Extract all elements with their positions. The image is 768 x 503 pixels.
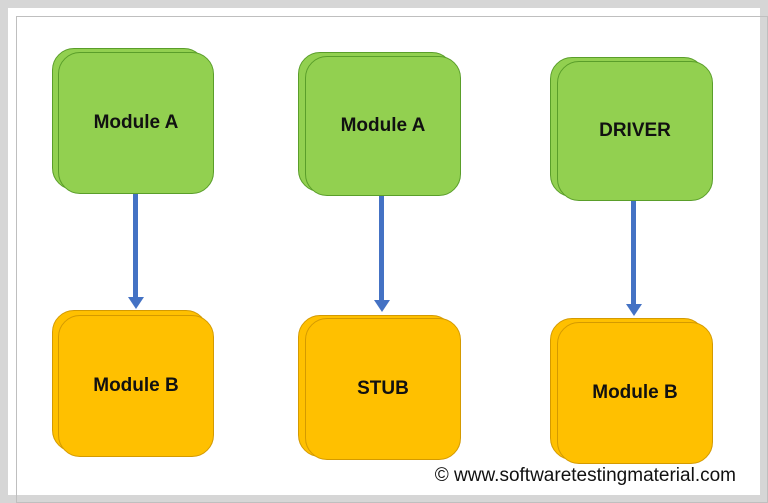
bottom-box [305,318,461,460]
top-box-label: Module A [93,112,179,133]
bottom-box [58,315,214,457]
connector-arrow-head [374,300,390,312]
top-box [58,52,214,194]
top-box-label: Module A [340,115,426,136]
top-box [557,61,713,201]
bottom-box-label: STUB [357,378,409,399]
copyright-watermark: © www.softwaretestingmaterial.com [434,465,736,486]
top-box-label: DRIVER [599,120,671,141]
connector-arrow-line [133,194,138,297]
connector-arrow-line [631,201,636,304]
top-box [305,56,461,196]
connector-arrow-head [128,297,144,309]
connector-arrow-head [626,304,642,316]
bottom-box-label: Module B [592,382,678,403]
bottom-box [557,322,713,464]
connector-arrow-line [379,196,384,300]
bottom-box-label: Module B [93,375,179,396]
